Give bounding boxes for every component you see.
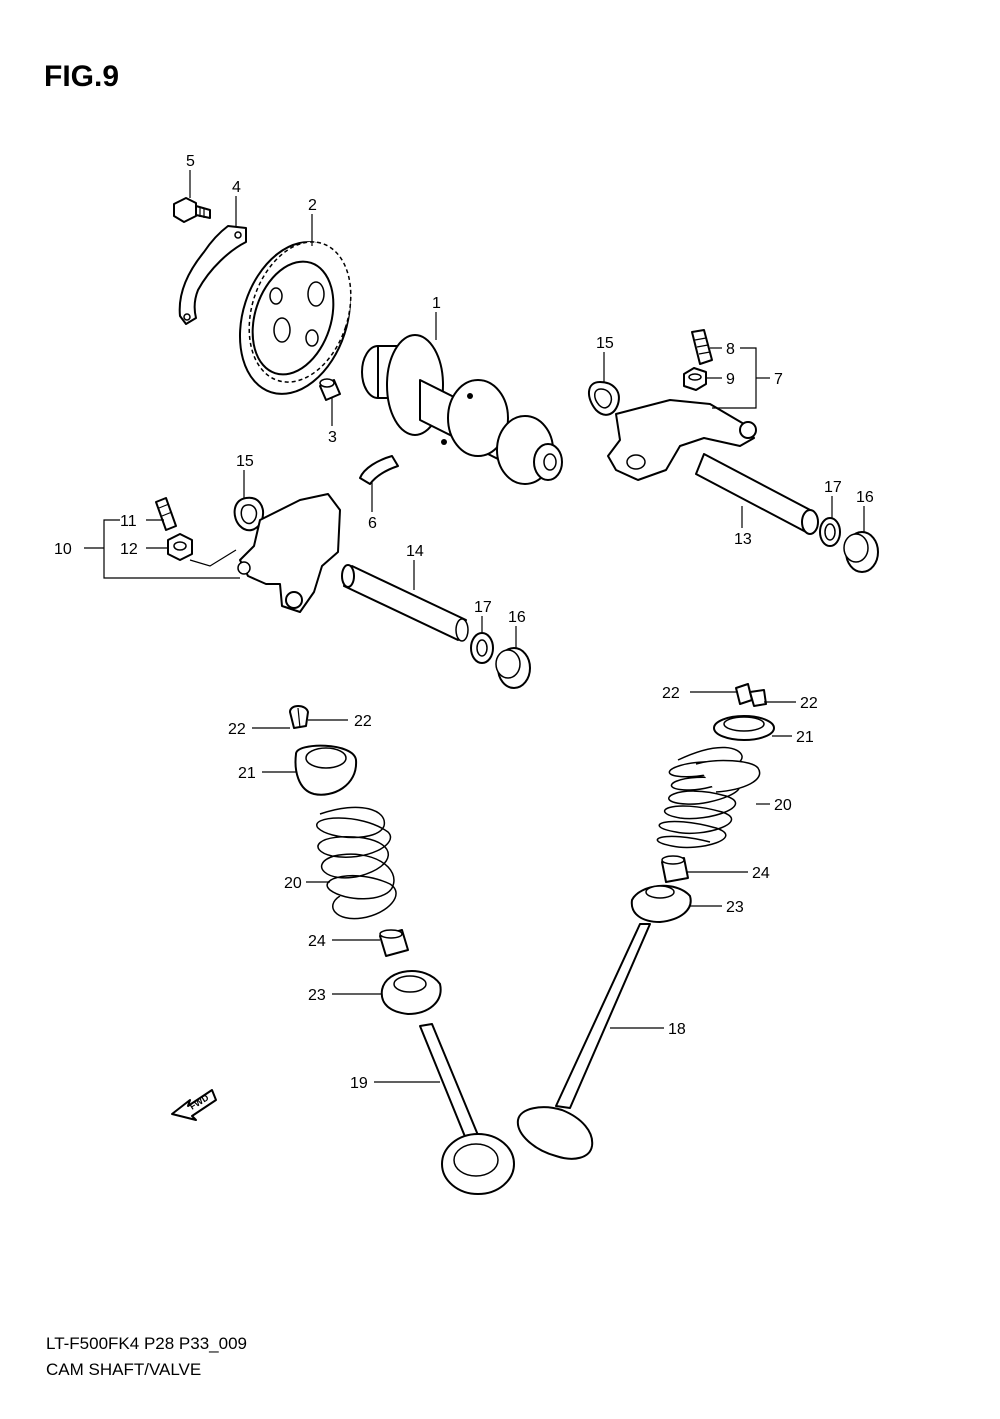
seal-part-17-left [470,632,494,664]
callout-22-right-a: 22 [662,685,680,702]
figure-title: FIG.9 [44,60,120,93]
cotter-part-22-left [289,705,309,729]
callout-21-right: 21 [796,729,814,746]
spring-part-20-right [656,746,761,849]
callout-3: 3 [328,429,337,446]
seal-part-24-right [661,855,689,883]
callout-10: 10 [54,541,72,558]
fwd-arrow-icon: FWD [171,1089,217,1121]
screw-part-11 [155,497,177,531]
callout-18: 18 [668,1021,686,1038]
section-title: CAM SHAFT/VALVE [46,1360,202,1379]
callout-12: 12 [120,541,138,558]
plate-part-4 [178,225,247,325]
callout-14: 14 [406,543,424,560]
callout-19: 19 [350,1075,368,1092]
callout-15-upper: 15 [596,335,614,352]
callout-9: 9 [726,371,735,388]
oring-part-15-lower [233,496,264,532]
retainer-part-21-left [294,744,358,796]
screw-part-8 [691,329,713,365]
model-code: LT-F500FK4 P28 P33_009 [46,1334,247,1353]
callout-13: 13 [734,531,752,548]
callout-16-right: 16 [856,489,874,506]
seat-part-23-left [380,970,442,1015]
callout-7: 7 [774,371,783,388]
callout-11: 11 [120,513,137,530]
sprocket-part-2 [238,241,352,395]
callout-22-left-a: 22 [228,721,246,738]
callout-22-right-b: 22 [800,695,818,712]
plug-part-16-right [843,531,879,573]
callout-17-left: 17 [474,599,492,616]
callout-1: 1 [432,295,441,312]
callout-23-left: 23 [308,987,326,1004]
callout-2: 2 [308,197,317,214]
callout-24-left: 24 [308,933,326,950]
nut-part-12 [167,533,193,561]
callout-22-left-b: 22 [354,713,372,730]
rocker-arm-part-7 [607,399,757,481]
callout-4: 4 [232,179,241,196]
seal-part-24-left [379,929,409,957]
camshaft-part-1 [361,334,563,485]
valve-part-19 [419,1023,515,1195]
callout-17-right: 17 [824,479,842,496]
callout-20-right: 20 [774,797,792,814]
callout-8: 8 [726,341,735,358]
oring-part-15-upper [588,381,620,416]
callout-labels: 1 2 3 4 5 6 7 8 9 10 11 12 13 14 15 15 1… [54,153,874,1092]
plug-part-16-left [495,647,531,689]
seat-part-23-right [630,884,692,923]
rocker-shaft-part-13 [695,453,819,535]
retainer-part-21-right [713,715,775,741]
callout-21-left: 21 [238,765,256,782]
callout-15-lower: 15 [236,453,254,470]
spring-part-20-left [315,806,397,920]
nut-part-9 [683,367,707,391]
pin-part-3 [319,378,341,401]
valve-part-18 [516,923,651,1160]
leader-lines [84,170,865,1083]
callout-16-left: 16 [508,609,526,626]
seal-part-17-right [819,517,841,547]
rocker-shaft-part-14 [341,564,469,642]
callout-23-right: 23 [726,899,744,916]
cotter-part-22-right [735,683,767,707]
clip-part-6 [359,455,399,485]
callout-5: 5 [186,153,195,170]
callout-6: 6 [368,515,377,532]
callout-20-left: 20 [284,875,302,892]
rocker-arm-part-10 [237,493,341,613]
callout-24-right: 24 [752,865,770,882]
bolt-part-5 [173,197,211,223]
